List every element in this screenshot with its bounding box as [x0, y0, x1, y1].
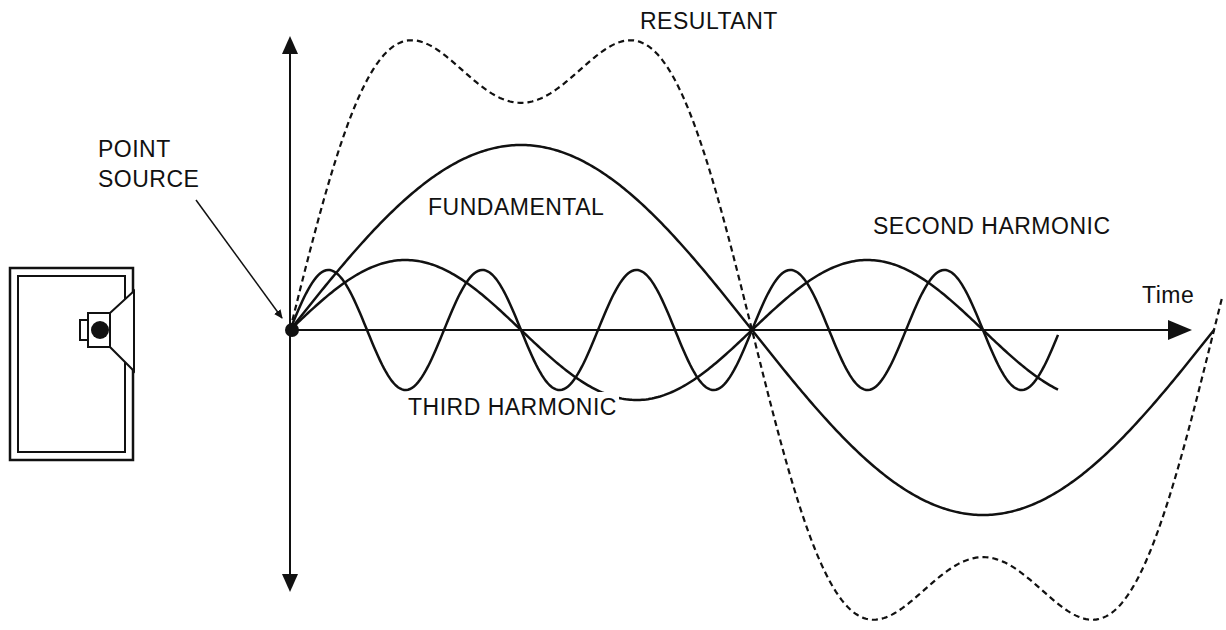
second-harmonic-wave	[290, 260, 1058, 400]
point-source-dot	[285, 323, 299, 337]
axis-arrowhead	[1168, 320, 1192, 340]
speaker-dot	[91, 321, 109, 339]
title-label: RESULTANT	[638, 6, 780, 36]
wave-label: FUNDAMENTAL	[426, 192, 606, 222]
speaker-driver	[88, 313, 110, 347]
wave-label: THIRD HARMONIC	[406, 392, 619, 422]
wave-label: SECOND HARMONIC	[871, 211, 1113, 241]
fundamental-wave	[290, 145, 1214, 515]
axis-arrowhead	[282, 36, 298, 54]
speaker-cone	[110, 291, 134, 371]
time-axis	[290, 329, 1172, 331]
speaker-cabinet	[10, 268, 133, 460]
callout-label: POINT SOURCE	[96, 134, 201, 194]
amplitude-axis	[289, 48, 291, 578]
third-harmonic-wave	[290, 270, 1058, 390]
speaker-magnet	[80, 320, 88, 340]
axis-arrowhead	[282, 574, 298, 592]
speaker-cabinet-inner	[18, 276, 125, 452]
leader-arrow	[196, 200, 282, 318]
resultant-wave	[290, 40, 1222, 620]
axis-label: Time	[1140, 280, 1196, 310]
